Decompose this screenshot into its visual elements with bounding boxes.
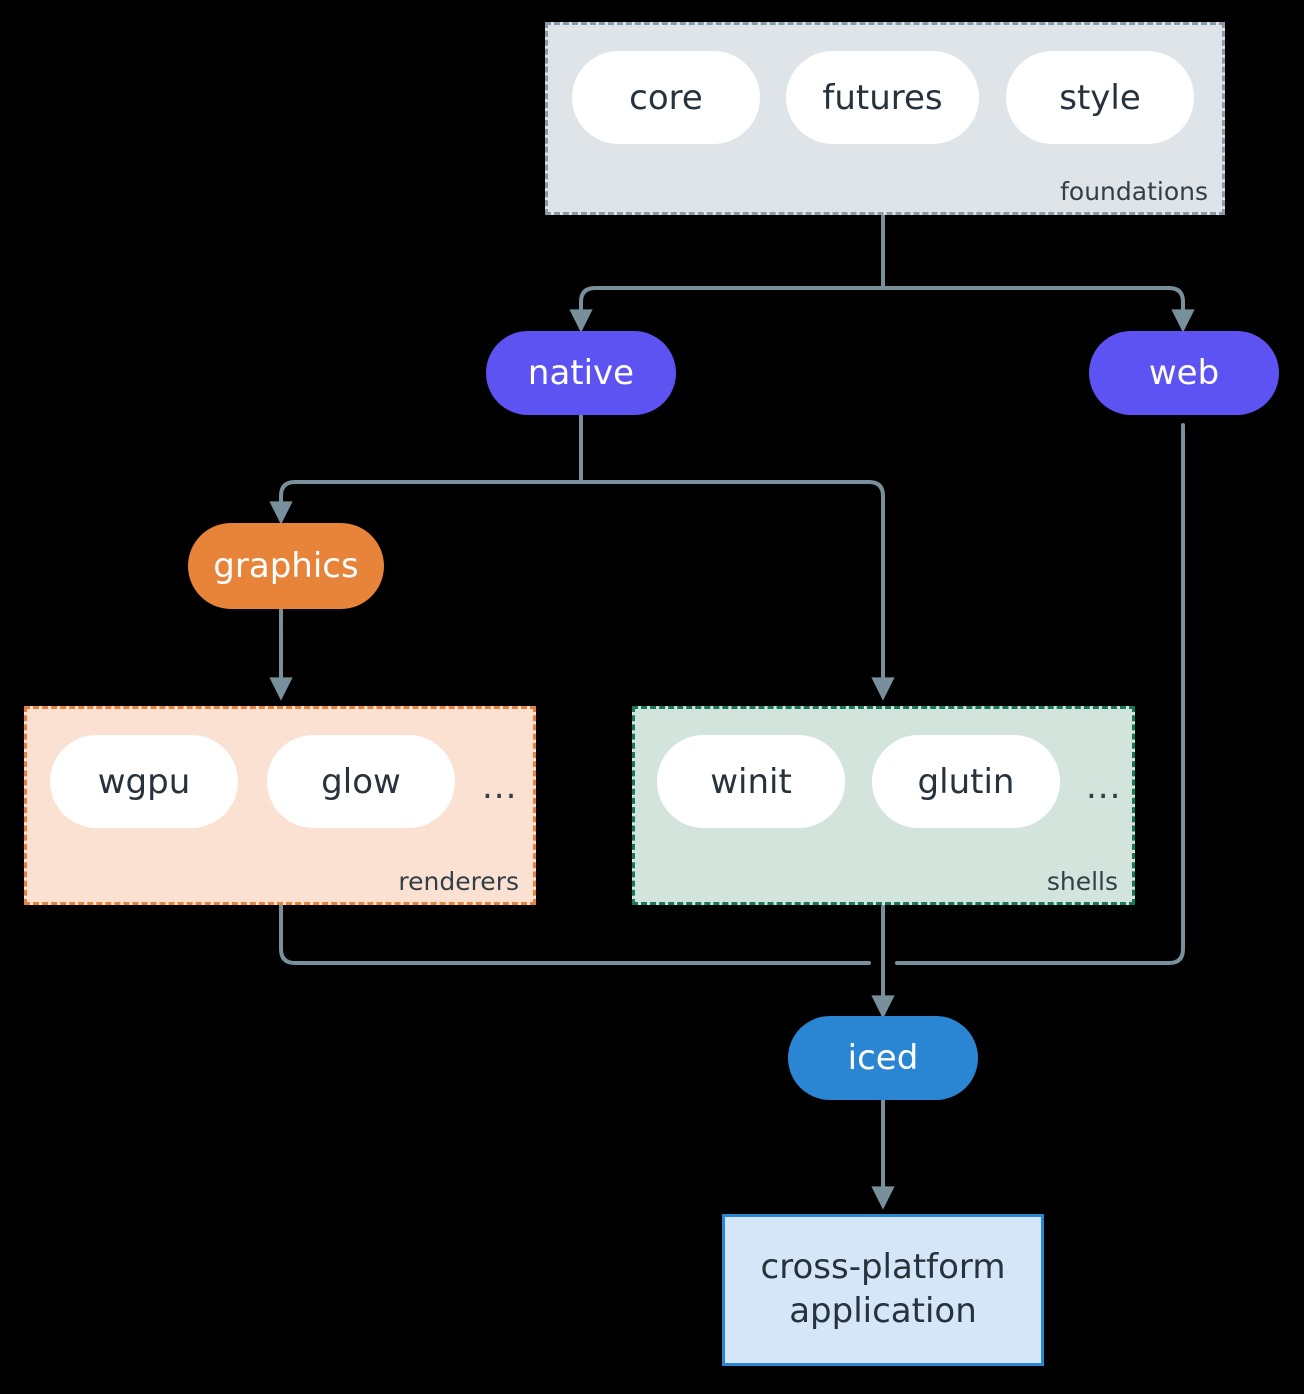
node-native[interactable]: native xyxy=(486,331,676,415)
edge-native-shells xyxy=(579,480,895,701)
node-wgpu[interactable]: wgpu xyxy=(50,735,238,828)
node-iced[interactable]: iced xyxy=(788,1016,978,1100)
application-line-2: application xyxy=(789,1291,977,1331)
node-core-label: core xyxy=(629,77,703,118)
node-wgpu-label: wgpu xyxy=(97,761,191,802)
node-winit[interactable]: winit xyxy=(657,735,845,828)
cluster-label-shells: shells xyxy=(1046,867,1118,896)
edge-native-graphics xyxy=(269,480,583,525)
edge-foundations-native xyxy=(569,286,885,333)
renderers-more-indicator: ... xyxy=(482,767,518,807)
node-winit-label: winit xyxy=(710,761,792,802)
application-line-1: cross-platform xyxy=(760,1247,1006,1288)
cluster-label-foundations: foundations xyxy=(1060,177,1208,206)
node-glutin[interactable]: glutin xyxy=(872,735,1060,828)
node-web-label: web xyxy=(1148,353,1220,393)
node-futures[interactable]: futures xyxy=(786,51,979,144)
shells-more-indicator: ... xyxy=(1086,767,1122,807)
node-core[interactable]: core xyxy=(572,51,760,144)
node-graphics[interactable]: graphics xyxy=(188,523,384,609)
node-iced-label: iced xyxy=(847,1038,919,1078)
edge-renderers-merge xyxy=(279,903,871,965)
edge-foundations-web xyxy=(881,286,1195,333)
node-glutin-label: glutin xyxy=(917,761,1015,802)
cluster-label-renderers: renderers xyxy=(398,867,519,896)
node-native-label: native xyxy=(527,353,635,393)
node-graphics-label: graphics xyxy=(213,546,359,586)
node-style-label: style xyxy=(1059,77,1141,118)
node-web[interactable]: web xyxy=(1089,331,1279,415)
node-futures-label: futures xyxy=(822,77,943,118)
node-application[interactable]: cross-platform application xyxy=(722,1214,1044,1366)
node-style[interactable]: style xyxy=(1006,51,1194,144)
node-glow[interactable]: glow xyxy=(267,735,455,828)
node-glow-label: glow xyxy=(321,761,401,802)
